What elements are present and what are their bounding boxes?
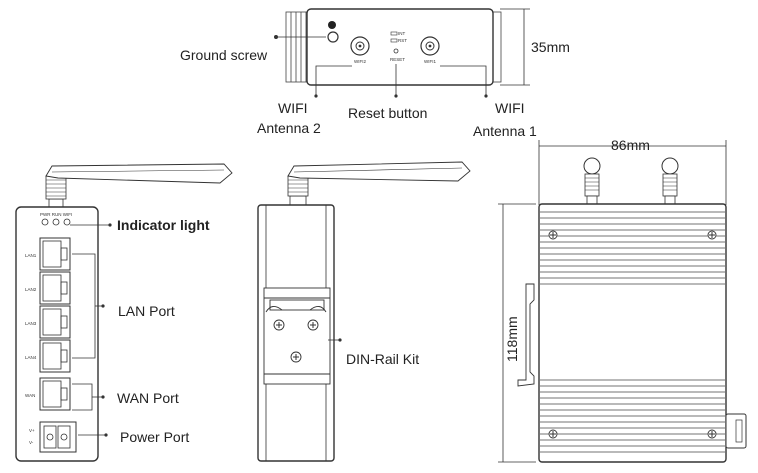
power-v-plus-label: V+ [29, 428, 35, 433]
lan-leader-dot [101, 304, 105, 308]
power-terminal-icon [39, 421, 77, 453]
height-118mm-label: 118mm [504, 316, 520, 362]
power-port-label: Power Port [120, 429, 189, 445]
din-screw-1-icon [273, 319, 285, 331]
lan-port-label: LAN Port [118, 303, 175, 319]
side-antenna-icon [287, 161, 471, 207]
din-screw-2-icon [307, 319, 319, 331]
ground-screw-icon [328, 21, 336, 29]
wan-leader-dot [101, 395, 105, 399]
lan3-port-label: LAN3 [25, 321, 37, 326]
height-35mm-dimension [500, 8, 530, 86]
indicator-leader-dot [108, 223, 112, 227]
height-35mm-label: 35mm [531, 39, 570, 55]
wifi2-port-label: WIFI2 [354, 59, 366, 64]
run-led-icon [52, 218, 60, 226]
front-leaders [70, 224, 110, 436]
back-screw-br-icon [707, 429, 717, 439]
width-86mm-dimension [538, 140, 727, 205]
back-view-fins [540, 211, 725, 453]
din-rail-kit-label: DIN-Rail Kit [346, 351, 419, 367]
led-tag-2-label: RST [398, 38, 407, 43]
wifi-antenna-1-label-line1: WIFI [495, 100, 525, 116]
back-side-connector-icon [725, 413, 747, 449]
reset-button-label: Reset button [348, 105, 427, 121]
power-v-minus-label: V- [29, 440, 34, 445]
ground-screw-leader [273, 35, 326, 40]
ground-ring-icon [327, 31, 339, 43]
wifi-antenna-2-leader [315, 65, 352, 96]
back-screw-tr-icon [707, 230, 717, 240]
led-tag-2-icon [390, 38, 398, 43]
wifi-antenna-2-label-line2: Antenna 2 [257, 120, 321, 136]
wifi-antenna-2-label-line1: WIFI [278, 100, 308, 116]
indicator-light-label: Indicator light [117, 217, 210, 233]
lan1-port-label: LAN1 [25, 253, 37, 258]
side-view: DIN-Rail Kit [257, 161, 471, 462]
led-tag-1-icon [390, 31, 398, 36]
lan1-port-icon [39, 237, 71, 271]
wifi-antenna-1-leader [440, 65, 487, 96]
indicator-tags: PWR RUN WIFI [40, 212, 72, 217]
back-screw-tl-icon [548, 230, 558, 240]
back-screw-bl-icon [548, 429, 558, 439]
power-leader-dot [104, 433, 108, 437]
lan4-port-icon [39, 339, 71, 373]
wifi1-port-label: WIFI1 [424, 59, 436, 64]
lan3-port-icon [39, 305, 71, 339]
wifi-antenna-2-leader-dot [314, 94, 318, 98]
back-antenna-left-icon [583, 157, 601, 206]
reset-button-leader-dot [394, 94, 398, 98]
led-tag-1-label: INT [398, 31, 406, 36]
ground-screw-label: Ground screw [180, 47, 268, 63]
top-view: WIFI2 WIFI1 INT RST RESET Ground screw W… [180, 8, 570, 139]
wifi2-connector-icon [350, 36, 370, 56]
back-antenna-right-icon [661, 157, 679, 206]
height-118mm-dimension [498, 203, 536, 463]
back-view: 86mm [498, 137, 747, 463]
reset-port-label: RESET [390, 57, 405, 62]
wifi-led-icon [63, 218, 71, 226]
lan2-port-label: LAN2 [25, 287, 37, 292]
wifi-antenna-1-leader-dot [484, 94, 488, 98]
back-din-clip-icon [517, 283, 535, 387]
wan-port-label-callout: WAN Port [117, 390, 179, 406]
din-rail-leader-dot [338, 338, 342, 342]
front-view: PWR RUN WIFI LAN1 [15, 163, 233, 462]
reset-button-icon [393, 48, 399, 54]
wifi1-connector-icon [420, 36, 440, 56]
back-view-rail-zone [540, 286, 725, 378]
width-86mm-label: 86mm [611, 137, 650, 153]
din-screw-3-icon [290, 351, 302, 363]
top-view-fins [285, 11, 502, 83]
wan-port-label: WAN [25, 393, 35, 398]
lan4-port-label: LAN4 [25, 355, 37, 360]
pwr-led-icon [41, 218, 49, 226]
wifi-antenna-1-label-line2: Antenna 1 [473, 123, 537, 139]
lan2-port-icon [39, 271, 71, 305]
din-rail-clip-icon [263, 287, 331, 385]
top-view-body [306, 8, 494, 86]
front-antenna-icon [45, 163, 233, 210]
wan-port-icon [39, 377, 71, 411]
